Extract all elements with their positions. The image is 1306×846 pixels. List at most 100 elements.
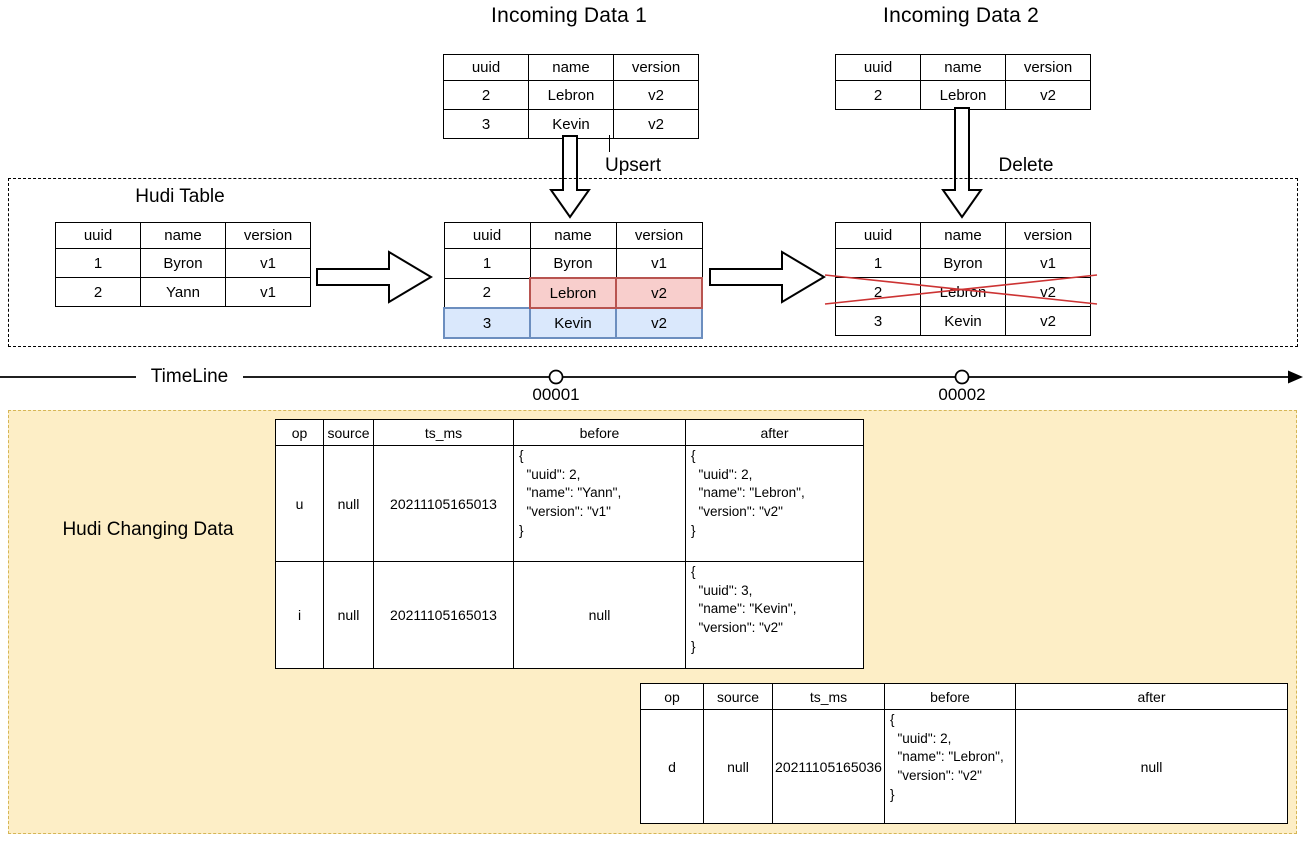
table-row: uuid name version <box>835 54 1091 81</box>
header-cell: version <box>613 54 699 81</box>
hudi-changing-data-label: Hudi Changing Data <box>62 519 234 540</box>
header-cell: after <box>685 419 864 446</box>
upsert-down-arrow-icon <box>549 135 591 219</box>
inserted-cell: v2 <box>615 307 703 339</box>
source-cell: null <box>323 561 374 669</box>
hudi-table-label: Hudi Table <box>135 186 225 207</box>
header-cell: before <box>513 419 686 446</box>
table-row: 2 Yann v1 <box>55 277 311 307</box>
table-row: i null 20211105165013 null { "uuid": 3, … <box>275 561 864 669</box>
before-cell: { "uuid": 2, "name": "Yann", "version": … <box>513 445 686 562</box>
data-cell: v2 <box>1005 80 1091 110</box>
table-row: uuid name version <box>55 222 311 249</box>
updated-cell: v2 <box>615 277 703 309</box>
delete-down-arrow-icon <box>941 107 983 219</box>
table-row: 3 Kevin v2 <box>443 307 703 339</box>
header-cell: before <box>884 683 1016 710</box>
incoming-data-2-title: Incoming Data 2 <box>883 4 1039 27</box>
header-cell: name <box>920 54 1006 81</box>
table-row: 1 Byron v1 <box>835 248 1091 278</box>
header-cell: uuid <box>55 222 141 249</box>
table-row: 1 Byron v1 <box>55 248 311 278</box>
table-row: 3 Kevin v2 <box>443 109 699 139</box>
data-cell: v1 <box>615 248 703 279</box>
table-row: op source ts_ms before after <box>275 419 864 446</box>
op-cell: d <box>640 709 704 824</box>
header-cell: version <box>1005 54 1091 81</box>
header-cell: ts_ms <box>373 419 514 446</box>
data-cell: 2 <box>835 80 921 110</box>
ts-cell: 20211105165013 <box>373 445 514 562</box>
commit-id-00001: 00001 <box>532 385 580 404</box>
before-cell: { "uuid": 2, "name": "Lebron", "version"… <box>884 709 1016 824</box>
header-cell: name <box>920 222 1006 249</box>
header-cell: uuid <box>835 222 921 249</box>
table-row: 1 Byron v1 <box>443 248 703 279</box>
after-cell: { "uuid": 3, "name": "Kevin", "version":… <box>685 561 864 669</box>
data-cell: 2 <box>443 277 531 309</box>
table-row: 2 Lebron v2 <box>835 80 1091 110</box>
data-cell: 3 <box>443 109 529 139</box>
data-cell: v1 <box>225 248 311 278</box>
after-cell: null <box>1015 709 1288 824</box>
data-cell: Byron <box>529 248 617 279</box>
data-cell: v2 <box>613 80 699 110</box>
header-cell: op <box>275 419 324 446</box>
commit-id-00002: 00002 <box>938 385 986 404</box>
header-cell: uuid <box>835 54 921 81</box>
updated-cell: Lebron <box>529 277 617 309</box>
right-arrow-icon <box>316 250 433 304</box>
delete-cross-icon <box>824 274 1098 305</box>
source-cell: null <box>703 709 773 824</box>
table-row: uuid name version <box>835 222 1091 249</box>
ts-cell: 20211105165013 <box>373 561 514 669</box>
table-row: d null 20211105165036 { "uuid": 2, "name… <box>640 709 1288 824</box>
header-cell: name <box>529 222 617 249</box>
table-row: 3 Kevin v2 <box>835 306 1091 336</box>
inserted-cell: 3 <box>443 307 531 339</box>
commit-marker <box>548 369 564 385</box>
data-cell: Yann <box>140 277 226 307</box>
data-cell: v2 <box>613 109 699 139</box>
data-cell: 3 <box>835 306 921 336</box>
header-cell: name <box>528 54 614 81</box>
right-arrow-icon <box>709 250 826 304</box>
header-cell: source <box>703 683 773 710</box>
table-row: 2 Lebron v2 <box>443 277 703 309</box>
op-cell: u <box>275 445 324 562</box>
header-cell: name <box>140 222 226 249</box>
commit-marker <box>954 369 970 385</box>
op-cell: i <box>275 561 324 669</box>
table-row: 2 Lebron v2 <box>443 80 699 110</box>
header-cell: version <box>225 222 311 249</box>
hudi-table-dashed-box <box>8 178 1298 347</box>
table-row: op source ts_ms before after <box>640 683 1288 710</box>
header-cell: uuid <box>443 222 531 249</box>
ts-cell: 20211105165036 <box>772 709 885 824</box>
inserted-cell: Kevin <box>529 307 617 339</box>
cdc-table-2: op source ts_ms before after d null 2021… <box>640 683 1288 824</box>
data-cell: v2 <box>1005 306 1091 336</box>
upsert-label: Upsert <box>605 155 661 176</box>
table-row: u null 20211105165013 { "uuid": 2, "name… <box>275 445 864 562</box>
header-cell: version <box>1005 222 1091 249</box>
data-cell: 1 <box>443 248 531 279</box>
timeline-arrowhead <box>1288 370 1303 384</box>
before-cell: null <box>513 561 686 669</box>
incoming-data-2-table: uuid name version 2 Lebron v2 <box>835 54 1091 110</box>
after-cell: { "uuid": 2, "name": "Lebron", "version"… <box>685 445 864 562</box>
data-cell: 2 <box>443 80 529 110</box>
data-cell: Kevin <box>920 306 1006 336</box>
header-cell: op <box>640 683 704 710</box>
cdc-table-1: op source ts_ms before after u null 2021… <box>275 419 864 669</box>
header-cell: after <box>1015 683 1288 710</box>
timeline-label: TimeLine <box>150 366 229 387</box>
data-cell: Lebron <box>920 80 1006 110</box>
data-cell: 2 <box>55 277 141 307</box>
upsert-leader-line <box>609 135 610 152</box>
header-cell: uuid <box>443 54 529 81</box>
table-row: uuid name version <box>443 222 703 249</box>
hudi-after-delete-table: uuid name version 1 Byron v1 2 Lebron v2… <box>835 222 1091 336</box>
header-cell: ts_ms <box>772 683 885 710</box>
